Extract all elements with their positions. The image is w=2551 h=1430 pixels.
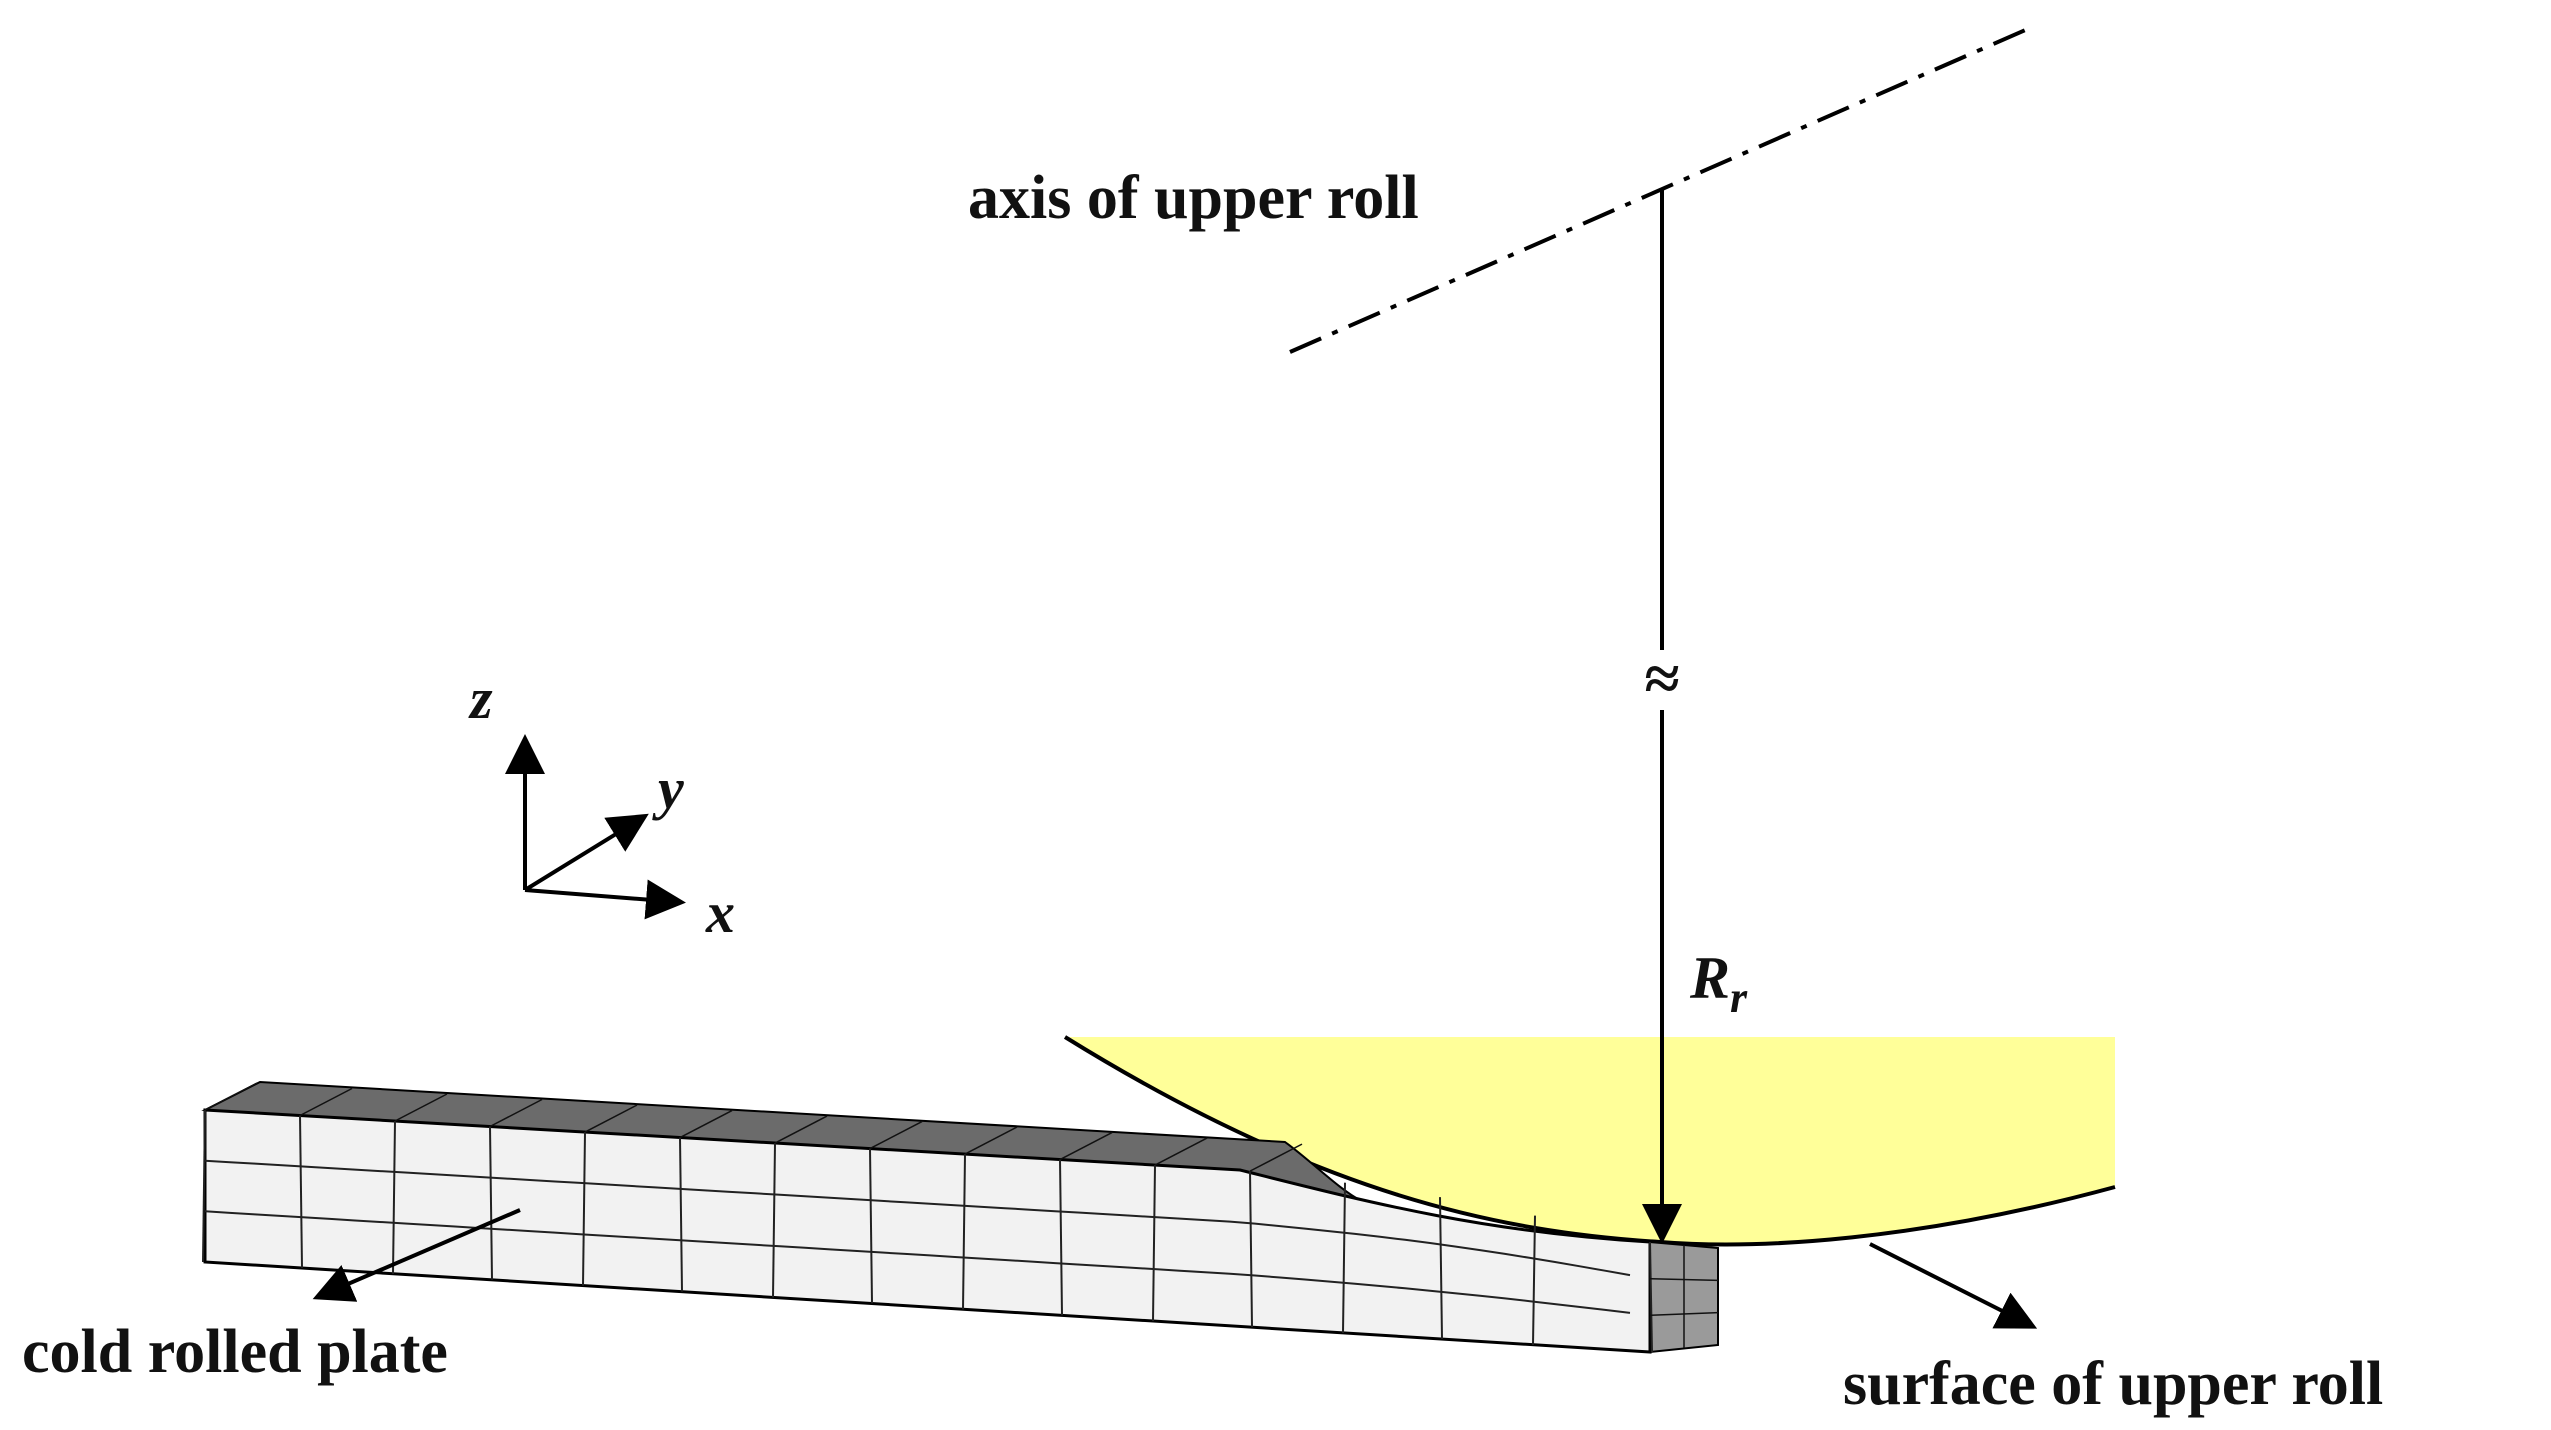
mesh-vertical-line <box>202 1109 206 1263</box>
mesh-top-line <box>204 1082 258 1111</box>
surface-leader-arrow <box>1869 1242 2038 1329</box>
plate-leader-arrow <box>312 1208 521 1302</box>
radius-label: Rr <box>1689 945 1748 1022</box>
mesh-horizontal-line <box>204 1210 1631 1314</box>
y-axis-arrow <box>523 813 649 892</box>
surface-of-upper-roll-label: surface of upper roll <box>1843 1350 2383 1418</box>
mesh-top-line <box>489 1098 543 1128</box>
mesh-top-line <box>1154 1137 1208 1166</box>
mesh-top-line <box>584 1104 638 1133</box>
mesh-horizontal-line <box>204 1159 1631 1277</box>
cold-rolled-plate <box>201 1080 1719 1354</box>
axis-of-upper-roll-label: axis of upper roll <box>968 164 1419 232</box>
mesh-vertical-line <box>869 1148 873 1304</box>
x-axis-label: x <box>705 880 735 945</box>
mesh-top-line <box>774 1115 828 1144</box>
mesh-vertical-line <box>489 1126 493 1280</box>
mesh-vertical-line <box>962 1154 966 1310</box>
mesh-top-line <box>1249 1143 1303 1172</box>
break-symbol: ≈ <box>1644 643 1679 714</box>
y-axis-label: y <box>652 756 684 821</box>
mesh-vertical-line <box>679 1137 683 1292</box>
mesh-vertical-line <box>1059 1159 1063 1316</box>
mesh-vertical-line <box>392 1121 396 1274</box>
mesh-vertical-line <box>1439 1197 1443 1339</box>
z-axis-label: z <box>468 666 493 731</box>
mesh-vertical-line <box>1152 1165 1156 1322</box>
mesh-top-line <box>299 1087 353 1117</box>
mesh-top-line <box>1059 1131 1113 1161</box>
plate-front-face <box>203 1108 1652 1354</box>
upper-roll-body <box>1065 1037 2115 1245</box>
mesh-top-line <box>869 1120 923 1150</box>
mesh-vertical-line <box>1532 1215 1536 1345</box>
mesh-vertical-line <box>582 1132 586 1286</box>
x-axis-arrow <box>524 879 686 920</box>
mesh-top-line <box>394 1093 448 1122</box>
mesh-top-line <box>679 1109 733 1139</box>
mesh-vertical-line <box>299 1115 303 1268</box>
mesh-vertical-line <box>1249 1171 1253 1328</box>
mesh-top-line <box>964 1126 1018 1155</box>
cold-rolled-plate-label: cold rolled plate <box>22 1318 448 1386</box>
mesh-vertical-line <box>1649 1241 1653 1353</box>
mesh-vertical-line <box>772 1143 776 1298</box>
coordinate-axes: z y x <box>468 666 735 945</box>
mesh-vertical-line <box>1342 1182 1346 1334</box>
